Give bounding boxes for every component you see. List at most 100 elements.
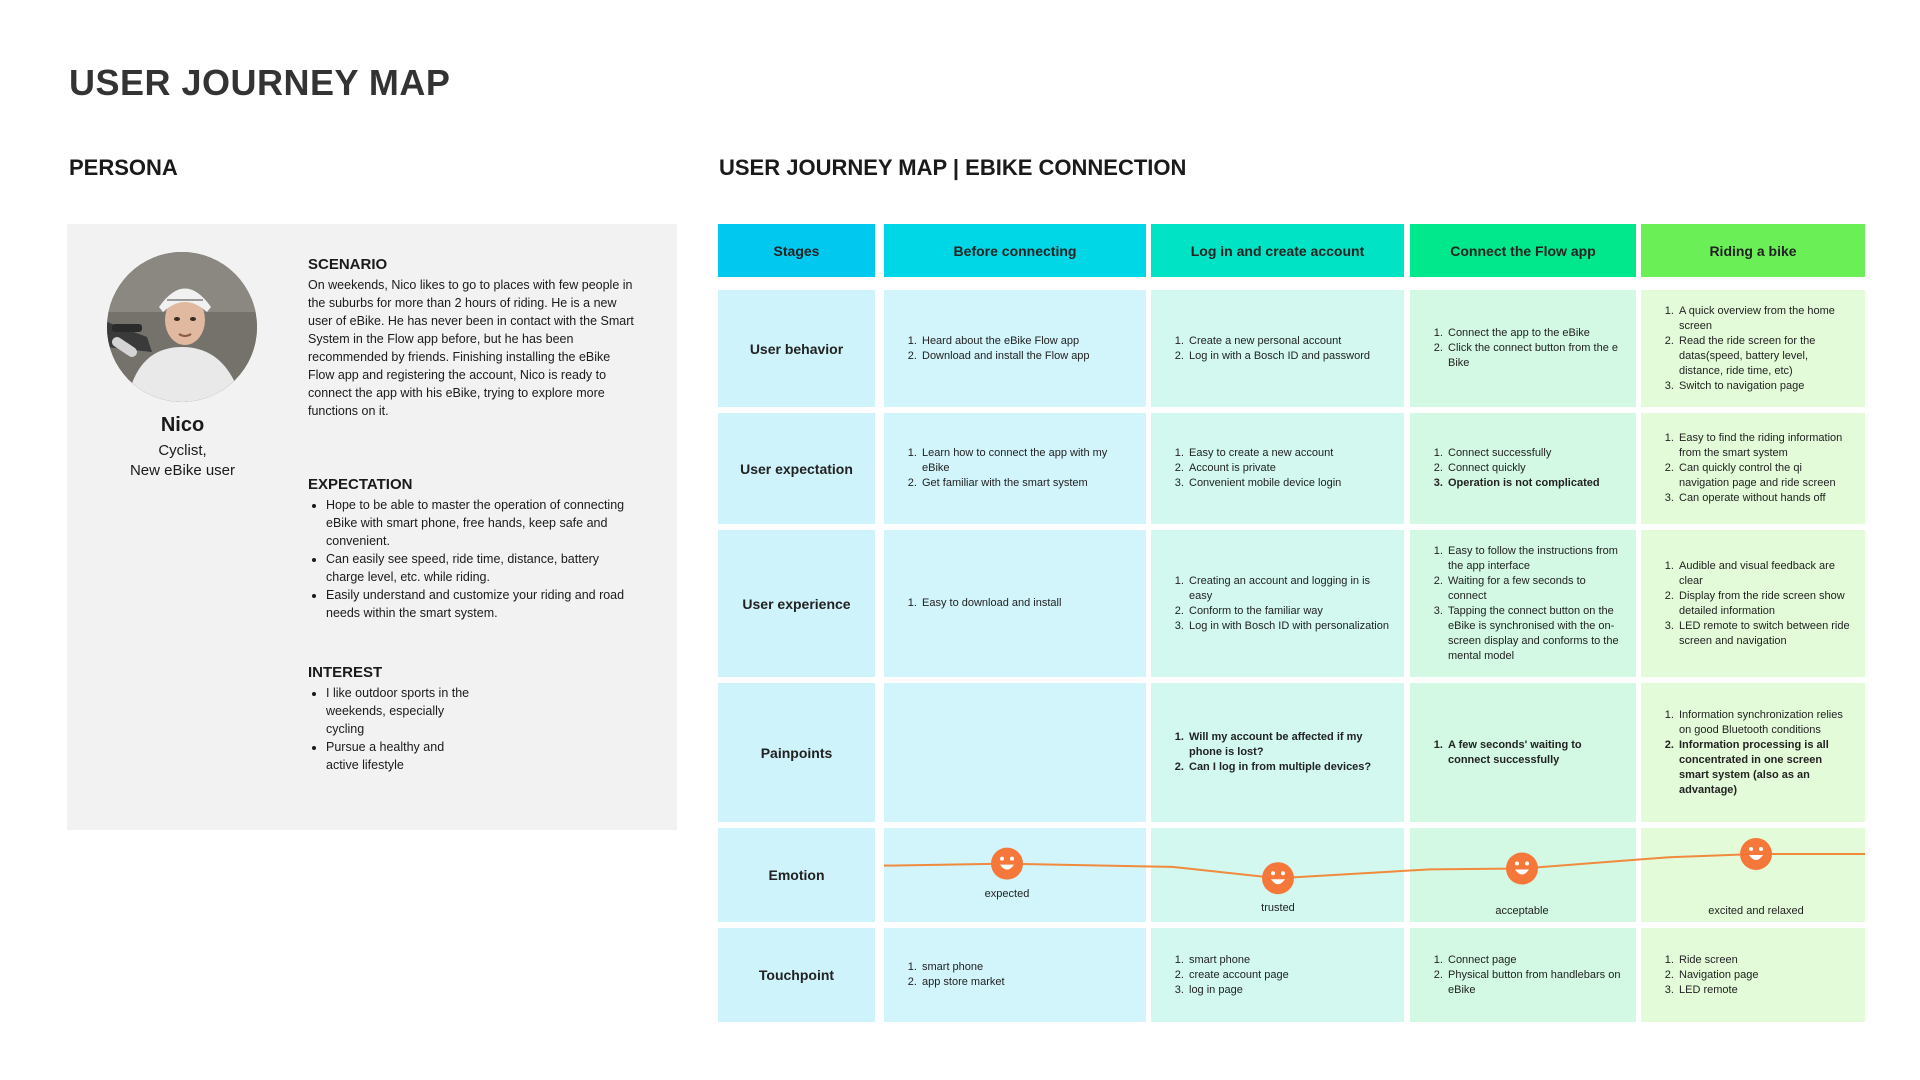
painpoints-item: Information processing is all concentrat… bbox=[1677, 738, 1851, 798]
scenario-title: SCENARIO bbox=[308, 256, 388, 273]
cell-expectation-3: Connect successfullyConnect quicklyOpera… bbox=[1410, 413, 1636, 524]
persona-role: Cyclist, New eBike user bbox=[95, 441, 270, 481]
behavior-list: A quick overview from the home screenRea… bbox=[1661, 304, 1851, 394]
scenario-section: SCENARIO On weekends, Nico likes to go t… bbox=[308, 256, 638, 420]
behavior-item: A quick overview from the home screen bbox=[1677, 304, 1851, 334]
cell-touchpoint-4: Ride screenNavigation pageLED remote bbox=[1641, 928, 1865, 1022]
touchpoint-item: Ride screen bbox=[1677, 953, 1759, 968]
experience-item: Waiting for a few seconds to connect bbox=[1446, 574, 1622, 604]
cell-touchpoint-3: Connect pagePhysical button from handleb… bbox=[1410, 928, 1636, 1022]
experience-item: Easy to follow the instructions from the… bbox=[1446, 544, 1622, 574]
expectation-item: Hope to be able to master the operation … bbox=[326, 496, 638, 550]
stage-header-label: Stages bbox=[718, 224, 875, 277]
row-label-behavior: User behavior bbox=[718, 290, 875, 407]
cell-experience-4: Audible and visual feedback are clearDis… bbox=[1641, 530, 1865, 677]
interest-item: I like outdoor sports in the weekends, e… bbox=[326, 684, 478, 738]
cell-experience-2: Creating an account and logging in is ea… bbox=[1151, 530, 1404, 677]
cell-expectation-4: Easy to find the riding information from… bbox=[1641, 413, 1865, 524]
painpoints-item: Can I log in from multiple devices? bbox=[1187, 760, 1390, 775]
page-title: USER JOURNEY MAP bbox=[69, 62, 451, 103]
emotion-label: expected bbox=[984, 887, 1030, 900]
behavior-list: Heard about the eBike Flow appDownload a… bbox=[904, 334, 1090, 364]
experience-list: Audible and visual feedback are clearDis… bbox=[1661, 559, 1851, 649]
expectation-list: Learn how to connect the app with my eBi… bbox=[904, 446, 1132, 491]
touchpoint-list: smart phonecreate account pagelog in pag… bbox=[1171, 953, 1289, 998]
experience-item: Display from the ride screen show detail… bbox=[1677, 589, 1851, 619]
cell-emotion-1 bbox=[884, 828, 1146, 922]
expectation-item: Can easily see speed, ride time, distanc… bbox=[326, 550, 638, 586]
cell-painpoints-1 bbox=[884, 683, 1146, 822]
painpoints-list: Will my account be affected if my phone … bbox=[1171, 730, 1390, 775]
touchpoint-list: Connect pagePhysical button from handleb… bbox=[1430, 953, 1622, 998]
expectation-title: EXPECTATION bbox=[308, 476, 413, 493]
cell-expectation-1: Learn how to connect the app with my eBi… bbox=[884, 413, 1146, 524]
touchpoint-item: Physical button from handlebars on eBike bbox=[1446, 968, 1622, 998]
emotion-label: trusted bbox=[1261, 902, 1295, 915]
experience-item: Easy to download and install bbox=[920, 596, 1061, 611]
expectation-item: Operation is not complicated bbox=[1446, 476, 1600, 491]
painpoints-list: Information synchronization relies on go… bbox=[1661, 708, 1851, 798]
cell-painpoints-4: Information synchronization relies on go… bbox=[1641, 683, 1865, 822]
touchpoint-item: smart phone bbox=[1187, 953, 1289, 968]
stage-header-3: Connect the Flow app bbox=[1410, 224, 1636, 277]
cell-behavior-3: Connect the app to the eBikeClick the co… bbox=[1410, 290, 1636, 407]
persona-title: PERSONA bbox=[69, 155, 178, 180]
expectation-section: EXPECTATION Hope to be able to master th… bbox=[308, 476, 638, 622]
behavior-item: Create a new personal account bbox=[1187, 334, 1370, 349]
expectation-item: Connect quickly bbox=[1446, 461, 1600, 476]
expectation-item: Learn how to connect the app with my eBi… bbox=[920, 446, 1132, 476]
behavior-item: Download and install the Flow app bbox=[920, 349, 1090, 364]
cell-behavior-1: Heard about the eBike Flow appDownload a… bbox=[884, 290, 1146, 407]
interest-title: INTEREST bbox=[308, 664, 383, 681]
experience-item: Audible and visual feedback are clear bbox=[1677, 559, 1851, 589]
stage-header-4: Riding a bike bbox=[1641, 224, 1865, 277]
experience-item: Log in with Bosch ID with personalizatio… bbox=[1187, 619, 1390, 634]
row-label-experience: User experience bbox=[718, 530, 875, 677]
experience-item: Creating an account and logging in is ea… bbox=[1187, 574, 1390, 604]
experience-item: LED remote to switch between ride screen… bbox=[1677, 619, 1851, 649]
painpoints-item: Will my account be affected if my phone … bbox=[1187, 730, 1390, 760]
interest-section: INTEREST I like outdoor sports in the we… bbox=[308, 664, 478, 774]
behavior-list: Create a new personal accountLog in with… bbox=[1171, 334, 1370, 364]
behavior-item: Click the connect button from the e Bike bbox=[1446, 341, 1622, 371]
expectation-item: Account is private bbox=[1187, 461, 1341, 476]
persona-role-line2: New eBike user bbox=[129, 462, 236, 479]
painpoints-item: A few seconds' waiting to connect succes… bbox=[1446, 738, 1622, 768]
experience-list: Easy to download and install bbox=[904, 596, 1061, 611]
scenario-text: On weekends, Nico likes to go to places … bbox=[308, 278, 634, 418]
stage-header-2: Log in and create account bbox=[1151, 224, 1404, 277]
cell-experience-1: Easy to download and install bbox=[884, 530, 1146, 677]
touchpoint-list: smart phoneapp store market bbox=[904, 960, 1005, 990]
touchpoint-item: LED remote bbox=[1677, 983, 1759, 998]
expectation-item: Easily understand and customize your rid… bbox=[326, 586, 638, 622]
experience-item: Tapping the connect button on the eBike … bbox=[1446, 604, 1622, 664]
emotion-label: excited and relaxed bbox=[1708, 905, 1804, 917]
row-label-expectation: User expectation bbox=[718, 413, 875, 524]
touchpoint-item: log in page bbox=[1187, 983, 1289, 998]
emotion-label: acceptable bbox=[1495, 905, 1549, 917]
cell-behavior-4: A quick overview from the home screenRea… bbox=[1641, 290, 1865, 407]
row-label-painpoints: Painpoints bbox=[718, 683, 875, 822]
touchpoint-item: smart phone bbox=[920, 960, 1005, 975]
behavior-list: Connect the app to the eBikeClick the co… bbox=[1430, 326, 1622, 371]
cell-behavior-2: Create a new personal accountLog in with… bbox=[1151, 290, 1404, 407]
cell-experience-3: Easy to follow the instructions from the… bbox=[1410, 530, 1636, 677]
painpoints-item: Information synchronization relies on go… bbox=[1677, 708, 1851, 738]
touchpoint-item: create account page bbox=[1187, 968, 1289, 983]
touchpoint-item: app store market bbox=[920, 975, 1005, 990]
touchpoint-list: Ride screenNavigation pageLED remote bbox=[1661, 953, 1759, 998]
experience-list: Creating an account and logging in is ea… bbox=[1171, 574, 1390, 634]
behavior-item: Heard about the eBike Flow app bbox=[920, 334, 1090, 349]
experience-list: Easy to follow the instructions from the… bbox=[1430, 544, 1622, 664]
expectation-item: Connect successfully bbox=[1446, 446, 1600, 461]
expectation-item: Easy to create a new account bbox=[1187, 446, 1341, 461]
cell-expectation-2: Easy to create a new accountAccount is p… bbox=[1151, 413, 1404, 524]
expectation-item: Easy to find the riding information from… bbox=[1677, 431, 1851, 461]
behavior-item: Connect the app to the eBike bbox=[1446, 326, 1622, 341]
expectation-item: Get familiar with the smart system bbox=[920, 476, 1132, 491]
expectation-item: Convenient mobile device login bbox=[1187, 476, 1341, 491]
row-label-emotion: Emotion bbox=[718, 828, 875, 922]
persona-name: Nico bbox=[160, 414, 205, 436]
stage-header-1: Before connecting bbox=[884, 224, 1146, 277]
experience-item: Conform to the familiar way bbox=[1187, 604, 1390, 619]
